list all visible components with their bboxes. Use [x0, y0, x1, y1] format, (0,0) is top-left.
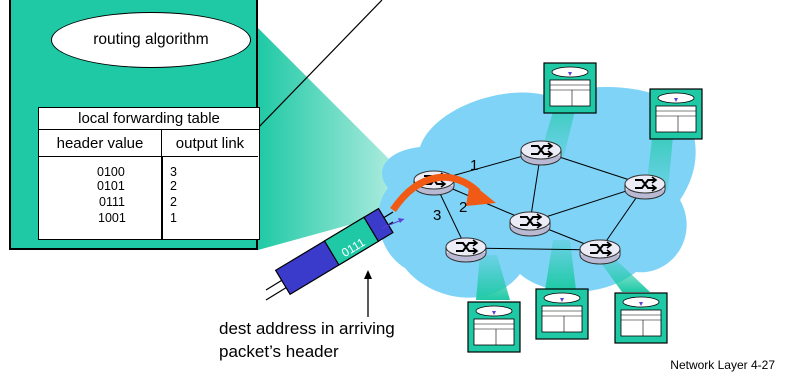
header-value-column-header: header value	[39, 130, 162, 157]
router-icon	[624, 174, 666, 200]
table-row-header-cell: 1001	[98, 211, 126, 225]
leader-line	[255, 0, 383, 131]
router-icon	[579, 239, 621, 265]
router-control-panel: routing algorithm local forwarding table…	[9, 0, 260, 250]
router-icon	[520, 140, 562, 166]
table-row-header-cell: 0111	[99, 195, 125, 209]
link-label-2: 2	[459, 199, 468, 216]
forwarding-table-icon	[543, 62, 597, 114]
forwarding-table-icon	[535, 288, 589, 340]
caption: dest address in arriving packet’s header	[219, 317, 395, 363]
column-divider	[161, 157, 163, 239]
forwarding-table-icon	[614, 292, 668, 344]
forwarding-table-icon	[649, 88, 703, 140]
router-icon	[509, 211, 551, 237]
link-label-3: 3	[433, 207, 442, 224]
table-row-link-cell: 2	[170, 195, 177, 209]
routing-algorithm-oval: routing algorithm	[51, 12, 251, 68]
forwarding-table-title: local forwarding table	[39, 108, 259, 130]
table-row-header-cell: 0100	[97, 165, 125, 179]
link-label-1: 1	[470, 157, 479, 174]
focus-beam	[258, 28, 418, 250]
table-row-link-cell: 1	[170, 211, 177, 225]
caption-arrowhead	[364, 270, 372, 279]
routing-algorithm-label: routing algorithm	[93, 31, 209, 48]
caption-line-1: dest address in arriving	[219, 319, 395, 338]
router-icon	[445, 237, 487, 263]
slide-footer: Network Layer 4-27	[670, 358, 775, 372]
forwarding-table-icon	[467, 301, 521, 353]
table-row-header-cell: 0101	[97, 179, 125, 193]
local-forwarding-table: local forwarding table header value outp…	[38, 107, 260, 240]
caption-line-2: packet’s header	[219, 342, 339, 361]
arriving-packet	[274, 207, 394, 296]
forwarding-arrowhead	[466, 182, 496, 206]
table-row-link-cell: 2	[170, 179, 177, 193]
table-row-link-cell: 3	[170, 165, 177, 179]
output-link-column-header: output link	[162, 130, 258, 157]
